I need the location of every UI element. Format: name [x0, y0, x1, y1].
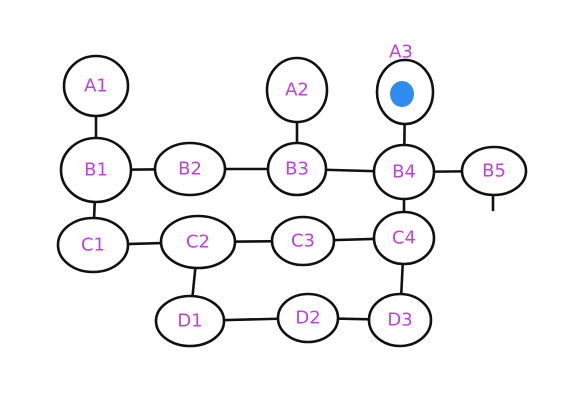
node-label-c4: C4 — [392, 228, 416, 249]
node-label-b4: B4 — [392, 162, 416, 183]
node-label-c1: C1 — [81, 235, 105, 256]
node-label-a3: A3 — [389, 42, 413, 63]
node-shape-a1 — [62, 54, 130, 118]
node-b5: B5 — [460, 145, 528, 197]
node-a2: A2 — [265, 56, 329, 124]
node-shape-a2 — [265, 56, 329, 124]
node-shape-d2 — [276, 292, 340, 344]
node-label-d3: D3 — [387, 310, 412, 331]
node-b3: B3 — [266, 141, 328, 197]
node-label-b5: B5 — [482, 161, 506, 182]
node-c2: C2 — [159, 214, 237, 270]
node-label-b2: B2 — [178, 159, 202, 180]
node-c1: C1 — [56, 216, 130, 274]
node-shape-c4 — [372, 210, 436, 266]
node-c4: C4 — [372, 210, 436, 266]
node-label-d2: D2 — [295, 308, 320, 329]
node-shape-b2 — [153, 141, 227, 197]
node-shape-d3 — [367, 292, 433, 348]
node-shape-b1 — [59, 136, 133, 204]
node-a1: A1 — [62, 54, 130, 118]
node-label-a1: A1 — [84, 76, 108, 97]
node-shape-c1 — [56, 216, 130, 274]
node-b4: B4 — [372, 143, 436, 201]
node-label-a2: A2 — [285, 80, 309, 101]
node-d1: D1 — [154, 294, 226, 348]
node-shape-b4 — [372, 143, 436, 201]
node-label-d1: D1 — [177, 311, 202, 332]
node-shape-c3 — [270, 215, 336, 267]
node-label-c2: C2 — [186, 232, 210, 253]
marker-dot-icon — [390, 81, 414, 107]
node-shape-c2 — [159, 214, 237, 270]
node-label-b3: B3 — [285, 159, 309, 180]
node-b1: B1 — [59, 136, 133, 204]
node-d2: D2 — [276, 292, 340, 344]
node-shape-b5 — [460, 145, 528, 197]
node-b2: B2 — [153, 141, 227, 197]
node-label-b1: B1 — [84, 160, 108, 181]
node-label-c3: C3 — [291, 231, 315, 252]
node-d3: D3 — [367, 292, 433, 348]
node-shape-b3 — [266, 141, 328, 197]
node-shape-d1 — [154, 294, 226, 348]
node-c3: C3 — [270, 215, 336, 267]
